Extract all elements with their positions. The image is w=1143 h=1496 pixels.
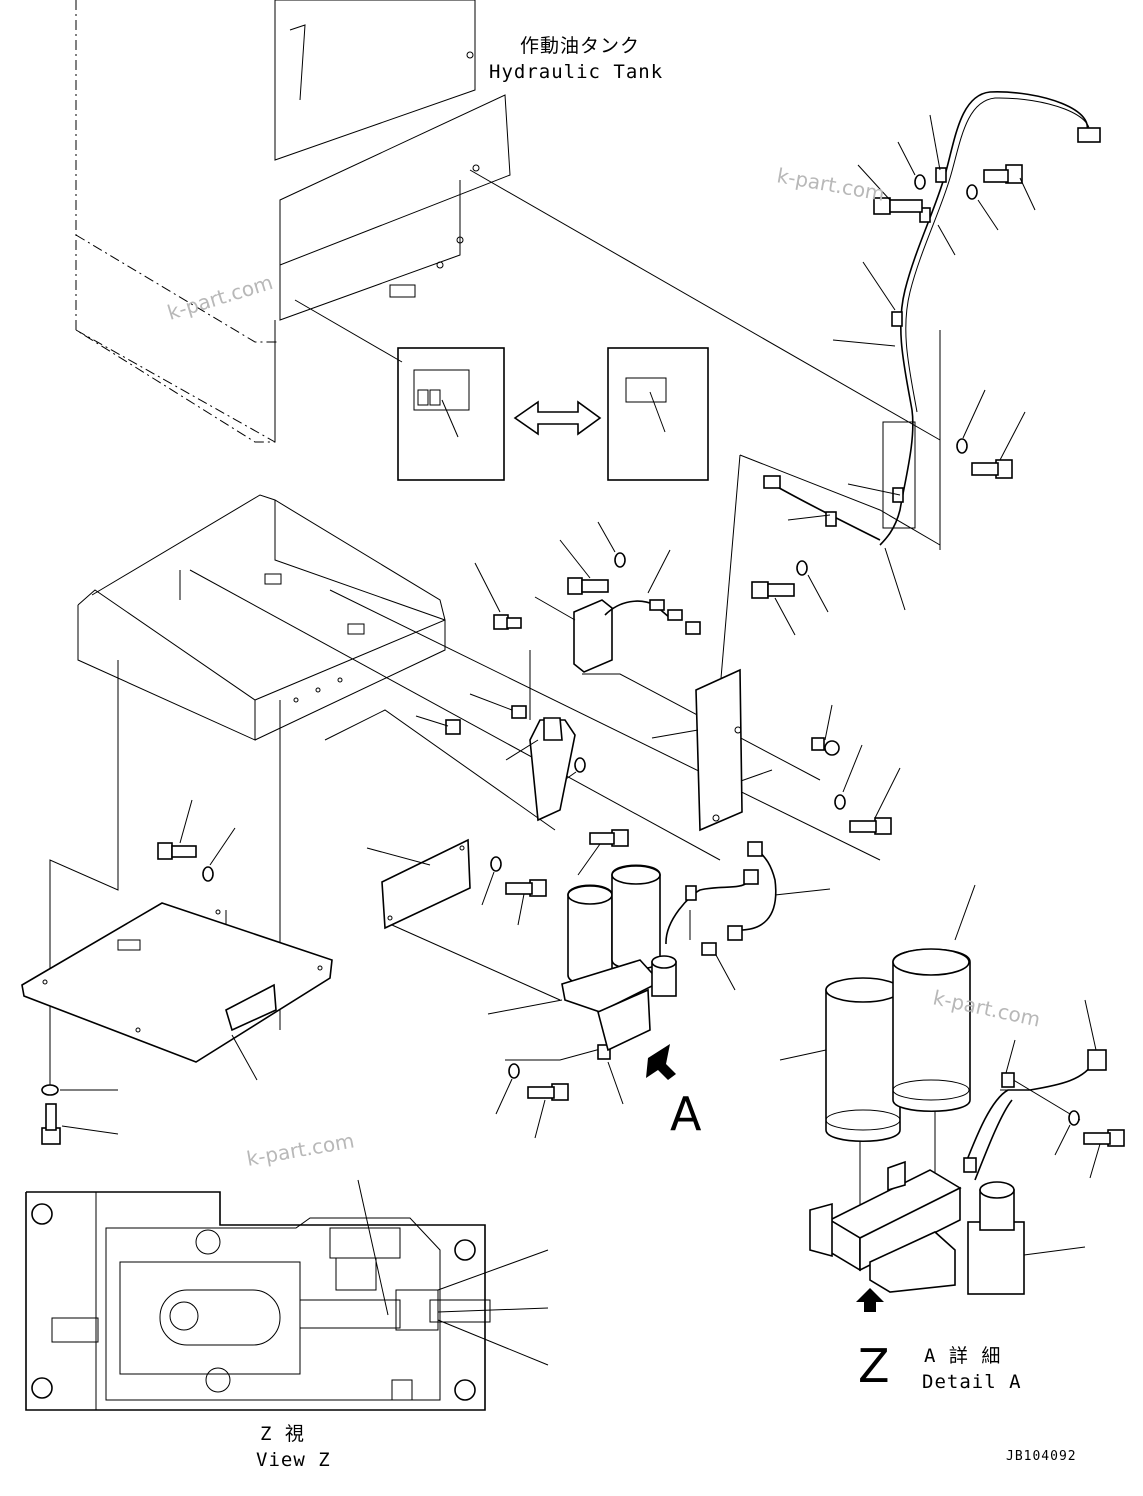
washer: [834, 794, 846, 810]
arrow-a: A: [646, 1044, 702, 1141]
washer: [574, 757, 586, 773]
fitting: [701, 942, 717, 956]
bolt: [971, 459, 1013, 479]
mounting-plate: [651, 668, 743, 832]
arrow-z-label: Z: [858, 1339, 890, 1393]
washer: [490, 856, 502, 872]
hydraulic-tank: [75, 0, 511, 443]
label-inset-right: [607, 347, 709, 481]
washer: [202, 866, 214, 882]
text-labels: 作動油タンク Hydraulic Tank A 詳 細 Detail A Z 視…: [256, 35, 1077, 1471]
bolt: [751, 581, 795, 599]
washer: [508, 1063, 520, 1079]
watermark: k-part.com: [775, 163, 886, 206]
view-z-drawing: [25, 1179, 549, 1411]
sensor-bracket: [505, 717, 576, 822]
sensor: [493, 614, 522, 630]
bolt: [527, 1083, 569, 1101]
bolt: [157, 842, 197, 860]
controller-unit: [534, 549, 701, 673]
bolt: [849, 817, 892, 835]
detail-a-en: Detail A: [922, 1371, 1022, 1393]
washer: [614, 552, 626, 568]
filter-assembly: [366, 838, 831, 1052]
washer: [41, 1084, 59, 1096]
bolt: [1083, 1129, 1125, 1147]
double-arrow: [513, 400, 602, 436]
label-inset-left: [397, 347, 505, 481]
tray-frame: [77, 494, 446, 741]
bolt: [589, 829, 629, 847]
watermark: k-part.com: [164, 270, 275, 325]
bolt: [567, 577, 609, 595]
bolt: [505, 879, 547, 897]
washer: [1068, 1110, 1080, 1126]
watermark: k-part.com: [245, 1128, 356, 1171]
bolt: [873, 197, 923, 215]
washer: [914, 174, 926, 190]
plug: [811, 737, 840, 756]
wire-harness: [763, 91, 1101, 611]
arrow-a-label: A: [670, 1087, 702, 1141]
bolts-and-washers: [41, 141, 1125, 1179]
nut: [445, 719, 461, 735]
hydraulic-tank-jp: 作動油タンク: [520, 35, 640, 57]
view-z-jp: Z 視: [260, 1423, 305, 1445]
detail-a-jp: A 詳 細: [924, 1345, 1001, 1367]
washer: [796, 560, 808, 576]
drawing-code: JB104092: [1006, 1449, 1077, 1464]
leader-lines: [49, 169, 1081, 1220]
hydraulic-tank-en: Hydraulic Tank: [489, 61, 663, 83]
cover-plate: [21, 902, 333, 1081]
bolt: [983, 164, 1023, 184]
washer: [956, 438, 968, 454]
bolt: [41, 1103, 61, 1145]
detail-a: [779, 884, 1107, 1295]
washer: [966, 184, 978, 200]
arrow-z: Z: [856, 1288, 890, 1393]
view-z-en: View Z: [256, 1449, 331, 1471]
fitting: [511, 705, 527, 719]
